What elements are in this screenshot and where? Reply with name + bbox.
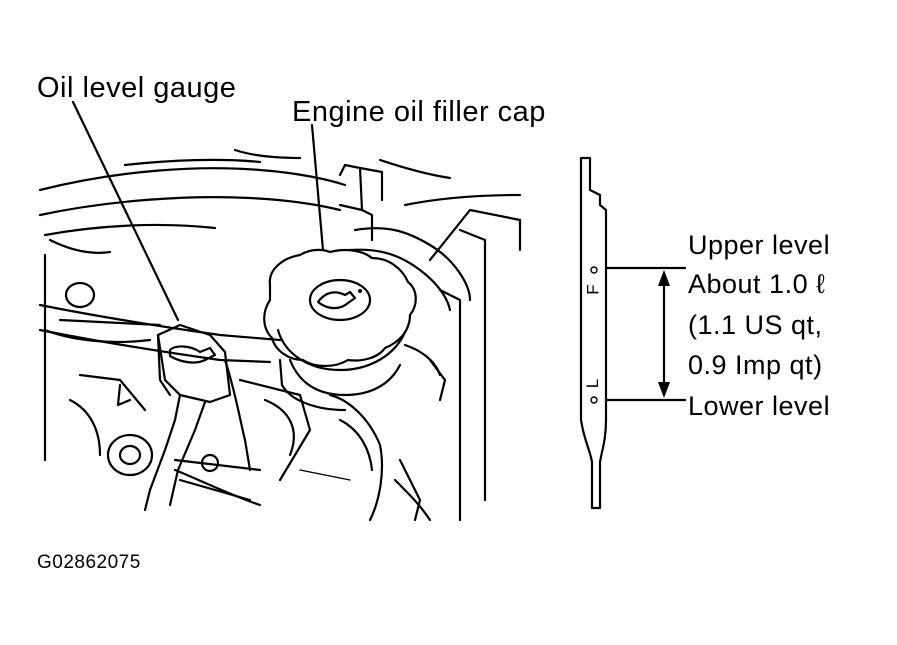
lower-level-label: Lower level [688, 391, 831, 421]
upper-level-label: Upper level [688, 230, 831, 260]
figure-id: G02862075 [37, 552, 141, 573]
dipstick-mark-full: F [583, 284, 603, 295]
capacity-line-2: (1.1 US qt, [688, 310, 823, 340]
engine-oil-filler-cap-label: Engine oil filler cap [292, 96, 546, 128]
capacity-line-1: About 1.0 ℓ [688, 269, 826, 299]
oil-level-gauge-label: Oil level gauge [37, 72, 237, 104]
dipstick-mark-low: L [583, 378, 603, 389]
capacity-line-3: 0.9 Imp qt) [688, 350, 823, 380]
